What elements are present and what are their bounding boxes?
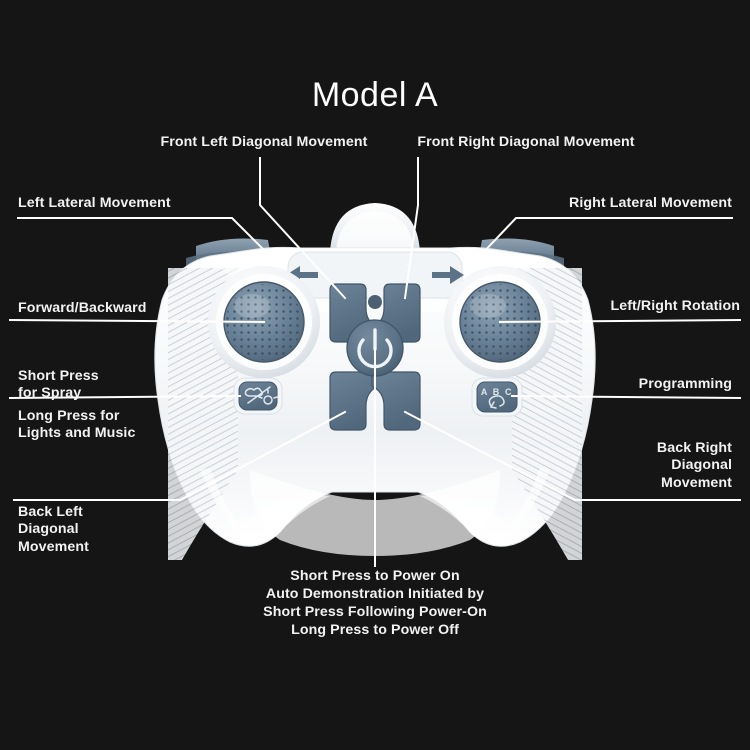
left-handle-gloss <box>200 468 330 542</box>
right-handle-gloss <box>420 468 550 542</box>
label-front-left-diagonal: Front Left Diagonal Movement <box>160 134 368 150</box>
label-programming: Programming <box>638 376 732 392</box>
label-back-left-diagonal: Back Left Diagonal Movement <box>18 504 89 555</box>
label-forward-backward: Forward/Backward <box>18 300 147 316</box>
programming-button-label: A B C <box>481 387 513 397</box>
label-left-right-rotation: Left/Right Rotation <box>610 298 740 314</box>
label-short-press-spray: Short Press for Spray <box>18 368 99 402</box>
spray-mist-icon <box>244 386 278 405</box>
left-stick-highlight <box>234 294 270 318</box>
page-title: Model A <box>311 76 439 114</box>
label-front-right-diagonal: Front Right Diagonal Movement <box>417 134 635 150</box>
antenna-hump-highlight <box>336 211 414 250</box>
label-power-instructions: Short Press to Power On Auto Demonstrati… <box>263 568 487 638</box>
programming-loop-icon <box>488 395 505 409</box>
right-arrow-icon <box>432 266 464 284</box>
status-indicator-dot <box>368 295 382 309</box>
right-stick-highlight <box>470 294 506 318</box>
label-left-lateral: Left Lateral Movement <box>18 195 171 211</box>
label-back-right-diagonal: Back Right Diagonal Movement <box>656 440 732 491</box>
label-long-press-lights: Long Press for Lights and Music <box>18 408 136 442</box>
label-right-lateral: Right Lateral Movement <box>568 195 732 211</box>
